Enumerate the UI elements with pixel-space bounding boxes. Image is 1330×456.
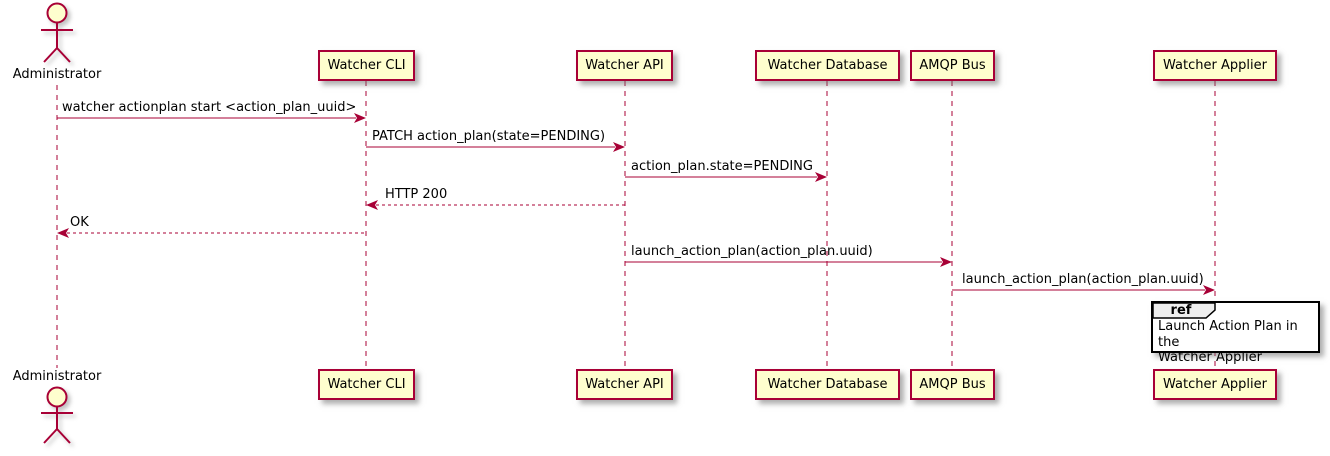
participant-top-amqp-bus: AMQP Bus bbox=[910, 50, 995, 81]
participant-label: AMQP Bus bbox=[919, 58, 986, 73]
message-arrow-4 bbox=[366, 200, 625, 210]
message-arrow-5 bbox=[57, 228, 366, 238]
participant-bottom-watcher-database: Watcher Database bbox=[755, 369, 900, 400]
message-label-6: launch_action_plan(action_plan.uuid) bbox=[631, 244, 873, 259]
participant-label: AMQP Bus bbox=[919, 377, 986, 392]
ref-fragment: ref Launch Action Plan in the Watcher Ap… bbox=[1151, 301, 1320, 365]
actor-label-top: Administrator bbox=[12, 67, 102, 82]
participant-label: Watcher Applier bbox=[1163, 377, 1267, 392]
message-label-3: action_plan.state=PENDING bbox=[631, 159, 813, 174]
ref-text-line-1: Launch Action Plan in the bbox=[1158, 319, 1298, 350]
message-arrow-1 bbox=[57, 113, 366, 123]
participant-label: Watcher Applier bbox=[1163, 58, 1267, 73]
participant-label: Watcher Database bbox=[767, 58, 888, 73]
message-arrow-2 bbox=[366, 142, 625, 152]
participant-label: Watcher API bbox=[585, 58, 664, 73]
participant-bottom-watcher-cli: Watcher CLI bbox=[318, 369, 415, 400]
participant-top-watcher-applier: Watcher Applier bbox=[1153, 50, 1277, 81]
participant-bottom-amqp-bus: AMQP Bus bbox=[910, 369, 995, 400]
message-arrow-7 bbox=[952, 285, 1215, 295]
ref-body: Launch Action Plan in the Watcher Applie… bbox=[1158, 319, 1318, 366]
message-arrow-6 bbox=[625, 257, 952, 267]
ref-header-shape bbox=[1152, 302, 1216, 319]
message-arrow-3 bbox=[625, 172, 827, 182]
message-label-2: PATCH action_plan(state=PENDING) bbox=[372, 129, 606, 144]
actor-figure-top bbox=[41, 2, 73, 63]
message-label-5: OK bbox=[70, 215, 89, 230]
participant-label: Watcher API bbox=[585, 377, 664, 392]
participant-label: Watcher CLI bbox=[327, 377, 406, 392]
message-label-4: HTTP 200 bbox=[385, 187, 448, 202]
participant-bottom-watcher-api: Watcher API bbox=[576, 369, 673, 400]
participant-label: Watcher CLI bbox=[327, 58, 406, 73]
actor-label-bottom: Administrator bbox=[12, 369, 102, 384]
participant-top-watcher-database: Watcher Database bbox=[755, 50, 900, 81]
message-label-1: watcher actionplan start <action_plan_uu… bbox=[62, 100, 357, 115]
ref-keyword: ref bbox=[1170, 303, 1192, 318]
participant-bottom-watcher-applier: Watcher Applier bbox=[1153, 369, 1277, 400]
actor-figure-bottom bbox=[41, 386, 73, 444]
participant-top-watcher-cli: Watcher CLI bbox=[318, 50, 415, 81]
message-label-7: launch_action_plan(action_plan.uuid) bbox=[962, 272, 1204, 287]
participant-top-watcher-api: Watcher API bbox=[576, 50, 673, 81]
ref-text-line-2: Watcher Applier bbox=[1158, 350, 1262, 365]
participant-label: Watcher Database bbox=[767, 377, 888, 392]
